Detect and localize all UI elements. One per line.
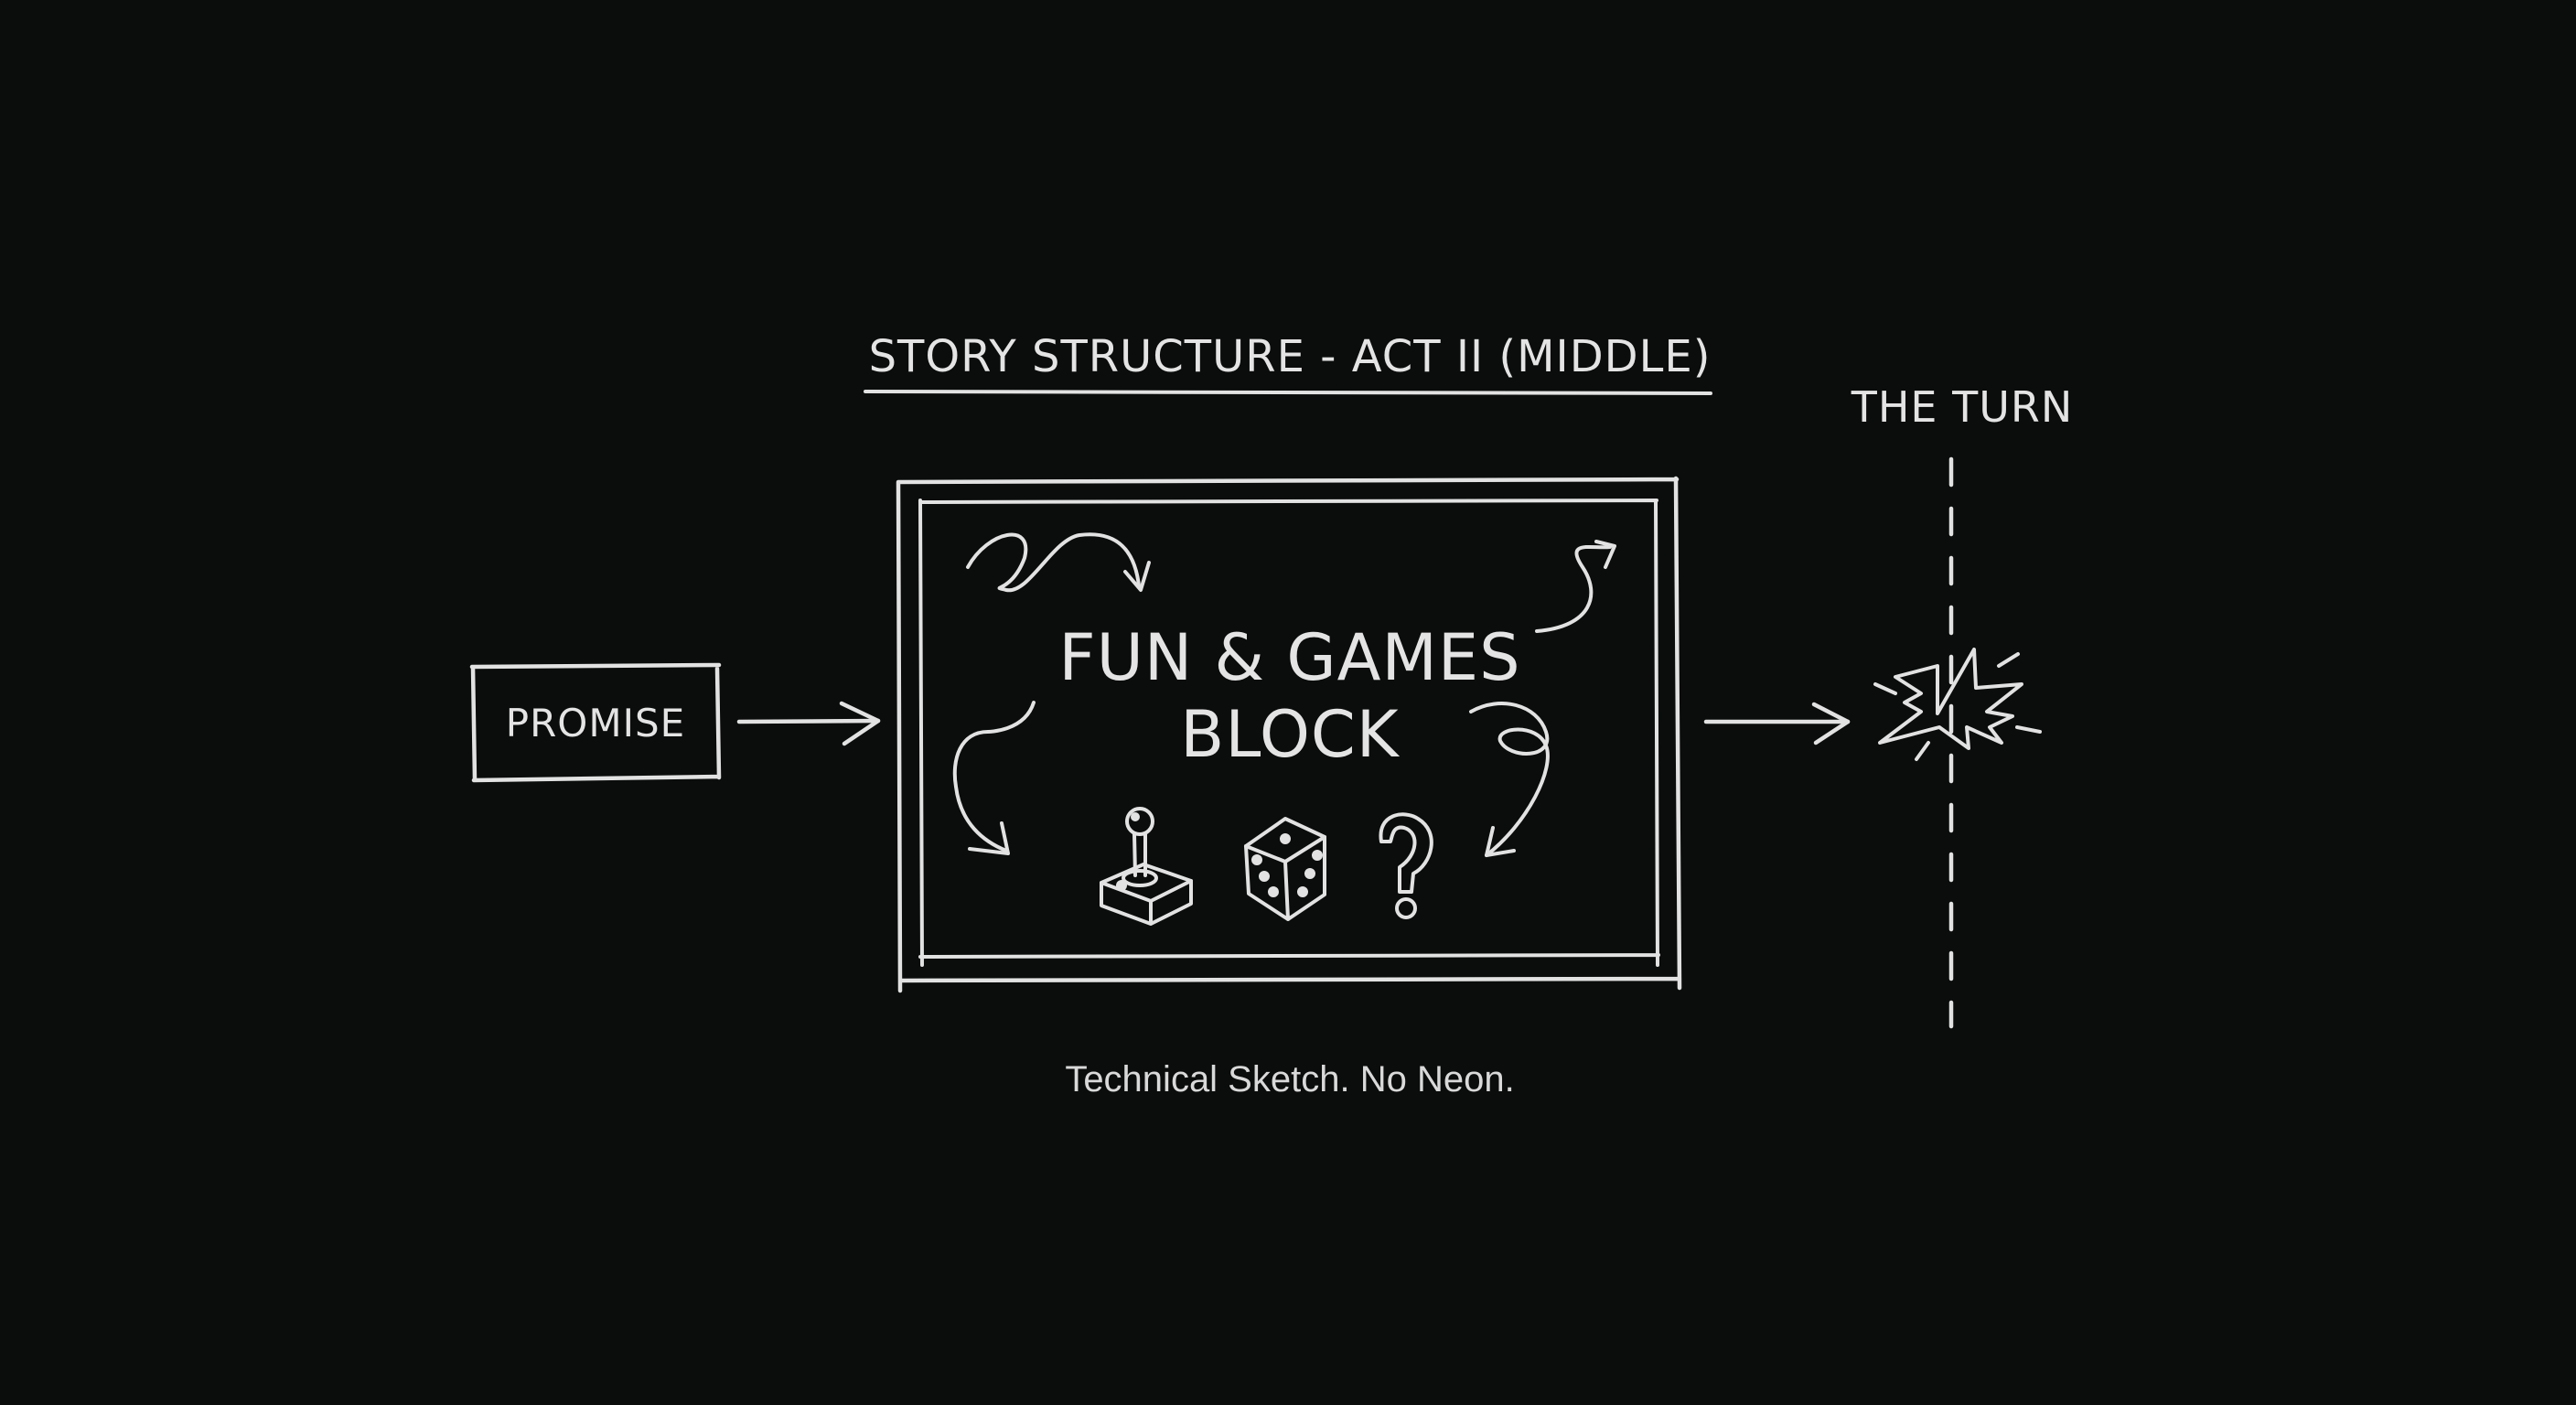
fun-games-block-label-line2: BLOCK: [1180, 697, 1400, 772]
squiggle-arrow-top-left: [966, 532, 1151, 593]
arrow-block-to-turn: [1703, 702, 1851, 745]
fun-games-block-label-line1: FUN & GAMES: [1058, 620, 1521, 695]
diagram-caption: Technical Sketch. No Neon.: [1065, 1059, 1515, 1099]
squiggle-arrow-bottom-left: [952, 701, 1036, 855]
the-turn-label: THE TURN: [1851, 382, 2074, 432]
dice-icon: [1244, 817, 1326, 921]
squiggle-arrow-bottom-right: [1469, 702, 1550, 857]
block-inner-frame: [918, 499, 1660, 967]
title-underline: [864, 390, 1712, 395]
explosion-starburst-icon: [1873, 648, 2042, 761]
arrow-promise-to-block: [736, 701, 881, 746]
promise-node-label: PROMISE: [505, 700, 686, 745]
promise-box: [469, 662, 722, 783]
question-mark-icon: [1379, 812, 1433, 919]
squiggle-arrow-top-right: [1535, 540, 1616, 633]
block-outer-frame: [896, 476, 1682, 993]
diagram-title: STORY STRUCTURE - ACT II (MIDDLE): [868, 331, 1712, 382]
joystick-icon: [1100, 807, 1193, 926]
